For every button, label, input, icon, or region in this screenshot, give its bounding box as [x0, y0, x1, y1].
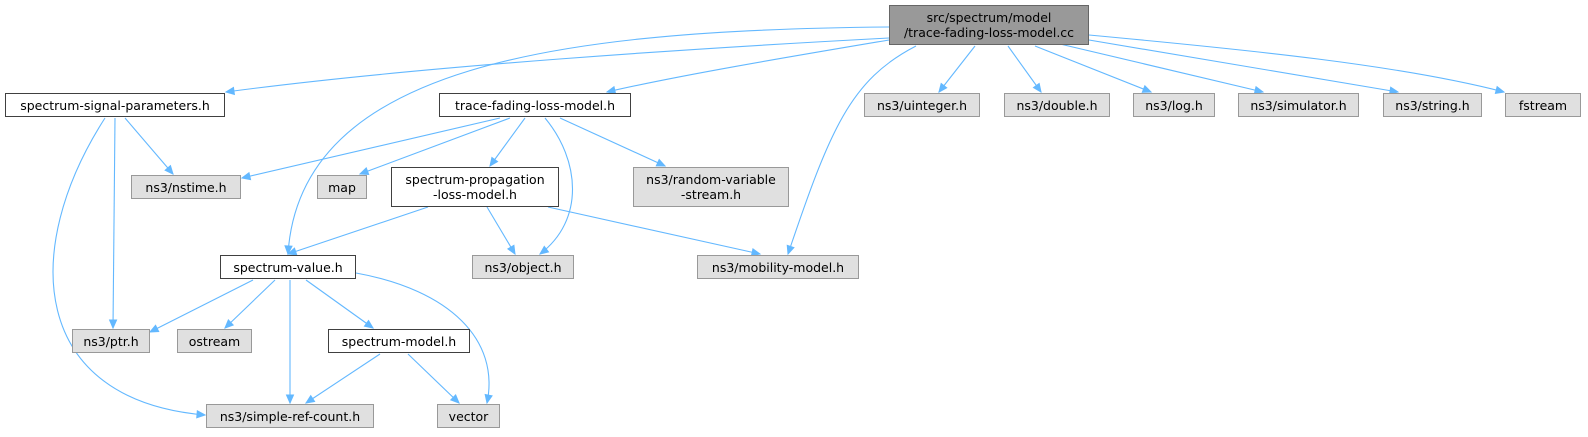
- node-simple-ref-count[interactable]: ns3/simple-ref-count.h: [206, 404, 374, 428]
- edge-spectrum-value-to-ostream: [224, 279, 276, 329]
- edge-spectrum-propagation-loss-model-to-mobility-model: [547, 206, 761, 255]
- edge-root-to-mobility-model: [787, 45, 917, 255]
- arrowhead-spectrum-signal-parameters: [224, 86, 235, 96]
- node-vector[interactable]: vector: [437, 404, 500, 428]
- edge-trace-fading-loss-model-h-to-random-variable-stream: [559, 117, 666, 167]
- arrowhead-double: [1032, 82, 1042, 94]
- edge-root-to-spectrum-signal-parameters: [225, 37, 890, 93]
- edge-root-to-double: [1007, 45, 1042, 93]
- node-spectrum-signal-parameters[interactable]: spectrum-signal-parameters.h: [5, 93, 225, 117]
- dependency-edges: [52, 26, 1506, 419]
- arrowhead-ptr: [108, 319, 118, 330]
- arrowhead-spectrum-value: [286, 247, 298, 256]
- edge-root-to-uinteger: [938, 45, 976, 93]
- edge-spectrum-signal-parameters-to-ptr: [112, 117, 116, 329]
- arrowhead-trace-fading-loss-model-h: [605, 85, 617, 95]
- arrowhead-mobility-model: [786, 244, 795, 256]
- arrowhead-map: [358, 167, 370, 176]
- node-spectrum-propagation-loss-model[interactable]: spectrum-propagation -loss-model.h: [391, 167, 559, 207]
- node-mobility-model[interactable]: ns3/mobility-model.h: [697, 255, 859, 279]
- edge-trace-fading-loss-model-h-to-map: [359, 117, 511, 175]
- edge-trace-fading-loss-model-h-to-spectrum-propagation-loss-model: [489, 117, 526, 167]
- arrowhead-mobility-model: [750, 247, 762, 257]
- edge-root-to-trace-fading-loss-model-h: [606, 39, 890, 93]
- arrowhead-uinteger: [938, 82, 948, 93]
- node-map[interactable]: map: [317, 175, 367, 199]
- arrowhead-simple-ref-count: [196, 410, 207, 419]
- edge-trace-fading-loss-model-h-to-nstime: [241, 117, 501, 179]
- edge-spectrum-model-to-vector: [407, 353, 460, 404]
- arrowhead-fstream: [1494, 85, 1506, 94]
- node-fstream[interactable]: fstream: [1505, 93, 1581, 117]
- arrowhead-vector: [449, 394, 460, 404]
- arrowhead-simple-ref-count: [285, 394, 295, 405]
- node-object[interactable]: ns3/object.h: [472, 255, 574, 279]
- edge-root-to-log: [1034, 45, 1152, 93]
- edge-spectrum-model-to-simple-ref-count: [305, 353, 381, 404]
- arrowhead-log: [1141, 84, 1153, 93]
- arrowhead-simple-ref-count: [304, 394, 316, 404]
- node-simulator[interactable]: ns3/simulator.h: [1238, 93, 1359, 117]
- arrowhead-spectrum-model: [363, 319, 375, 329]
- node-nstime[interactable]: ns3/nstime.h: [131, 175, 241, 199]
- edge-spectrum-value-to-spectrum-model: [305, 279, 374, 329]
- edge-spectrum-value-to-vector: [355, 272, 490, 404]
- arrowhead-vector: [484, 393, 493, 405]
- arrowhead-object: [539, 245, 550, 255]
- edge-root-to-fstream: [1088, 34, 1505, 93]
- node-spectrum-model[interactable]: spectrum-model.h: [328, 329, 470, 353]
- node-string[interactable]: ns3/string.h: [1383, 93, 1482, 117]
- arrowhead-simulator: [1253, 85, 1265, 95]
- edge-spectrum-signal-parameters-to-simple-ref-count: [52, 117, 206, 416]
- arrowhead-random-variable-stream: [655, 158, 667, 167]
- arrowhead-spectrum-propagation-loss-model: [489, 156, 499, 168]
- arrowhead-spectrum-value: [284, 245, 293, 256]
- arrowhead-nstime: [164, 164, 174, 175]
- node-spectrum-value[interactable]: spectrum-value.h: [220, 255, 356, 279]
- node-random-variable-stream[interactable]: ns3/random-variable -stream.h: [633, 167, 789, 207]
- edge-root-to-spectrum-value: [287, 26, 890, 255]
- arrowhead-ostream: [224, 319, 235, 329]
- node-double[interactable]: ns3/double.h: [1004, 93, 1110, 117]
- node-uinteger[interactable]: ns3/uinteger.h: [864, 93, 980, 117]
- edge-spectrum-propagation-loss-model-to-spectrum-value: [287, 206, 429, 255]
- edge-spectrum-value-to-ptr: [149, 279, 254, 333]
- arrowhead-ptr: [148, 324, 160, 333]
- node-ptr[interactable]: ns3/ptr.h: [72, 329, 150, 353]
- edge-spectrum-propagation-loss-model-to-object: [486, 206, 516, 255]
- node-log[interactable]: ns3/log.h: [1133, 93, 1215, 117]
- edge-root-to-simulator: [1059, 43, 1264, 93]
- node-ostream[interactable]: ostream: [177, 329, 252, 353]
- edge-root-to-string: [1088, 39, 1399, 93]
- edge-trace-fading-loss-model-h-to-object: [539, 117, 574, 255]
- arrowhead-object: [506, 244, 516, 256]
- node-root-file: src/spectrum/model /trace-fading-loss-mo…: [889, 5, 1089, 45]
- node-trace-fading-loss-model-h[interactable]: trace-fading-loss-model.h: [439, 93, 631, 117]
- edge-spectrum-signal-parameters-to-nstime: [124, 117, 174, 175]
- arrowhead-nstime: [240, 171, 252, 181]
